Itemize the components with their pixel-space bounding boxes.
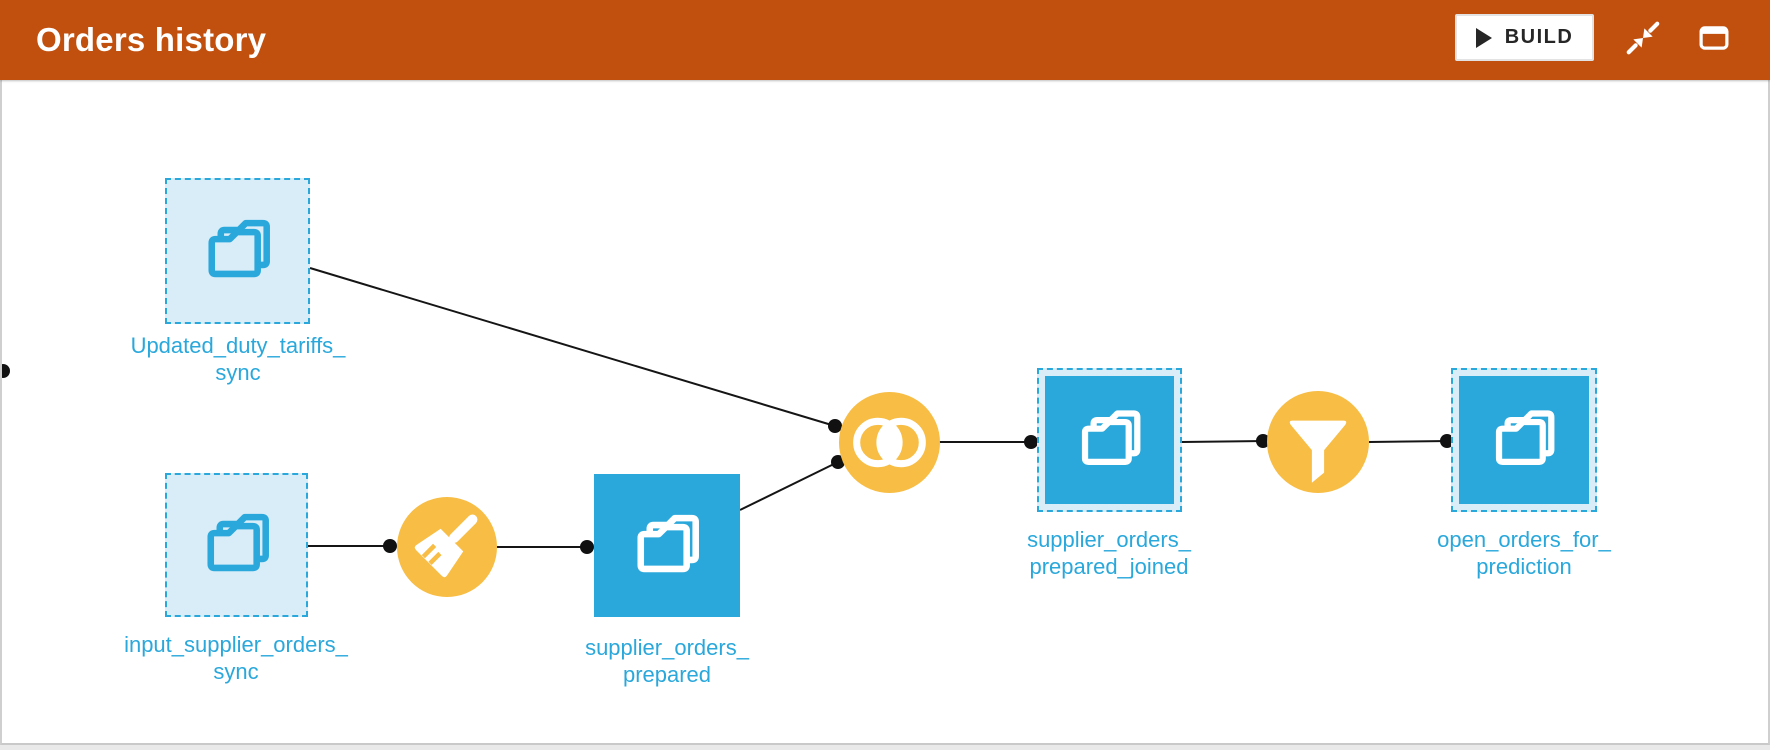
- dataset-input-supplier-orders-sync[interactable]: [165, 473, 308, 617]
- collapse-icon: [1626, 21, 1660, 55]
- edge-arrow-dot: [831, 455, 845, 469]
- outer-background: [0, 745, 1770, 750]
- edge: [309, 267, 836, 427]
- recipe-prepare[interactable]: [397, 497, 497, 597]
- flow-edges: [2, 267, 1454, 554]
- folder-icon: [626, 505, 708, 587]
- play-icon: [1475, 27, 1492, 48]
- zone-header: Orders history BUILD: [0, 0, 1770, 80]
- dataset-supplier-orders-prepared[interactable]: [594, 474, 740, 617]
- dataset-label[interactable]: supplier_orders_ prepared: [585, 635, 749, 687]
- build-button[interactable]: BUILD: [1455, 14, 1594, 61]
- filter-icon: [1267, 391, 1369, 493]
- dataset-label[interactable]: Updated_duty_tariffs_ sync: [130, 333, 346, 385]
- dataset-label[interactable]: supplier_orders_ prepared_joined: [1027, 527, 1191, 579]
- edge-arrow-dot: [383, 539, 397, 553]
- recipe-join[interactable]: [839, 392, 940, 493]
- edge-arrow-dot: [2, 364, 10, 378]
- dataset-open-orders-for-prediction[interactable]: [1451, 368, 1597, 512]
- open-window-button[interactable]: [1691, 15, 1737, 61]
- folder-icon: [197, 210, 279, 292]
- edge-arrow-dot: [580, 540, 594, 554]
- broom-icon: [397, 497, 497, 597]
- edge: [1368, 440, 1450, 443]
- flow-canvas[interactable]: Updated_duty_tariffs_ sync input_supplie…: [0, 80, 1770, 745]
- edge-arrow-dot: [1024, 435, 1038, 449]
- join-icon: [839, 392, 940, 493]
- folder-icon: [1071, 401, 1149, 479]
- folder-icon: [196, 504, 278, 586]
- window-icon: [1699, 26, 1729, 50]
- dataset-supplier-orders-prepared-joined[interactable]: [1037, 368, 1182, 512]
- folder-icon: [1485, 401, 1563, 479]
- collapse-zone-button[interactable]: [1620, 15, 1666, 61]
- recipe-filter[interactable]: [1267, 391, 1369, 493]
- edge-arrow-dot: [828, 419, 842, 433]
- dataset-label[interactable]: open_orders_for_ prediction: [1437, 527, 1611, 579]
- dataset-tile-core: [1459, 376, 1589, 504]
- edge-arrow-dot: [1256, 434, 1270, 448]
- dataset-label[interactable]: input_supplier_orders_ sync: [124, 632, 348, 684]
- edge: [739, 461, 839, 511]
- edge-arrow-dot: [1440, 434, 1454, 448]
- dataset-tile-core: [1045, 376, 1174, 504]
- edge: [1181, 440, 1266, 443]
- build-button-label: BUILD: [1504, 26, 1574, 48]
- zone-title: Orders history: [36, 21, 267, 58]
- dataset-updated-duty-tariffs-sync[interactable]: [165, 178, 310, 324]
